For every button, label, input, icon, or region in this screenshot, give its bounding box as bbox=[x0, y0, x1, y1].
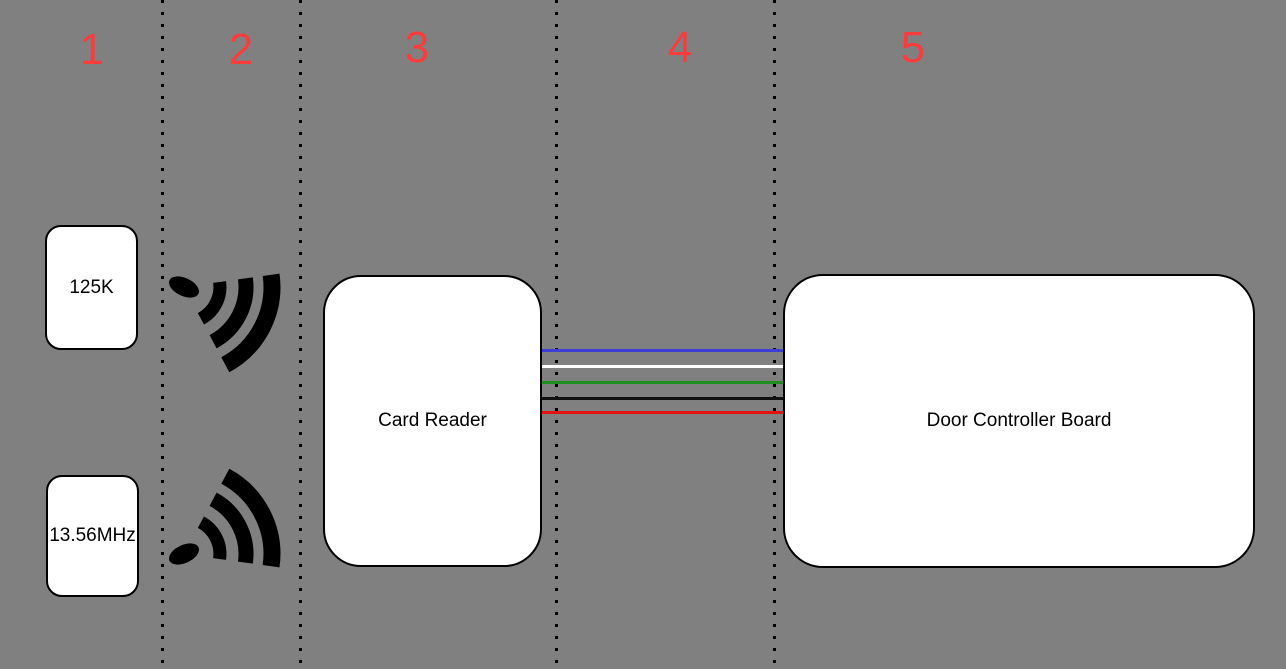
card-1356mhz-node: 13.56MHz bbox=[46, 475, 139, 597]
zone-number-1: 1 bbox=[79, 25, 105, 74]
black-wire bbox=[542, 397, 783, 400]
green-wire bbox=[542, 381, 783, 384]
rf-signal-up-right-icon bbox=[169, 468, 281, 568]
zone-divider-1 bbox=[161, 0, 164, 669]
card-1356mhz-label: 13.56MHz bbox=[49, 525, 136, 546]
zone-number-3: 3 bbox=[404, 23, 430, 72]
door-controller-label: Door Controller Board bbox=[926, 410, 1112, 431]
zone-divider-4 bbox=[773, 0, 776, 669]
rf-signal-down-right-icon bbox=[169, 273, 281, 373]
door-controller-node: Door Controller Board bbox=[783, 274, 1255, 568]
card-reader-label: Card Reader bbox=[378, 410, 487, 431]
zone-number-2: 2 bbox=[228, 25, 254, 74]
card-125k-label: 125K bbox=[69, 276, 114, 298]
white-wire bbox=[542, 365, 783, 368]
zone-divider-3 bbox=[555, 0, 558, 669]
zone-number-4: 4 bbox=[667, 23, 693, 72]
red-wire bbox=[542, 411, 783, 414]
zone-divider-2 bbox=[299, 0, 302, 669]
zone-number-5: 5 bbox=[900, 23, 926, 72]
card-125k-node: 125K bbox=[45, 225, 138, 350]
card-reader-node: Card Reader bbox=[323, 275, 542, 567]
blue-wire bbox=[542, 349, 783, 352]
